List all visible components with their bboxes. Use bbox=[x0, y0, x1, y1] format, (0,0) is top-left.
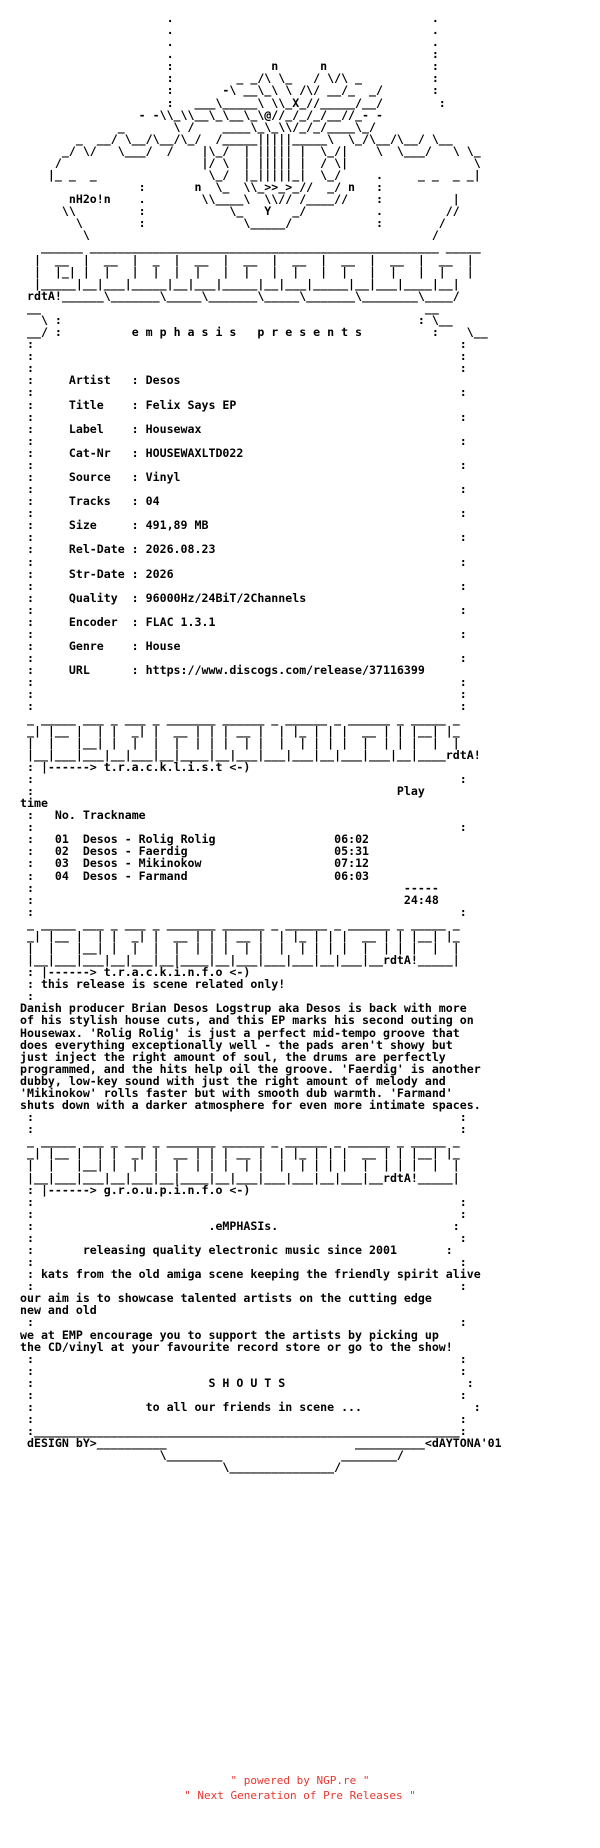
reldate-value: 2026.08.23 bbox=[145, 542, 216, 557]
size-value: 491,89 MB bbox=[145, 518, 209, 533]
source-value: Vinyl bbox=[145, 469, 181, 484]
strdate-value: 2026 bbox=[145, 566, 174, 581]
nfo-text: . . . . . . . bbox=[20, 11, 502, 1475]
groupinfo-heading: g.r.o.u.p.i.n.f.o bbox=[103, 1182, 223, 1197]
tracklist-heading: t.r.a.c.k.l.i.s.t bbox=[103, 759, 223, 774]
footer-line-1: " powered by NGP.re " bbox=[230, 1774, 370, 1787]
artist-value: Desos bbox=[145, 373, 181, 388]
trackinfo-heading: t.r.a.c.k.i.n.f.o bbox=[103, 965, 223, 980]
genre-value: House bbox=[145, 639, 181, 654]
trackinfo-text: Danish producer Brian Desos Logstrup aka… bbox=[20, 1001, 481, 1113]
title-value: Felix Says EP bbox=[145, 397, 237, 412]
footer-line-2: " Next Generation of Pre Releases " bbox=[184, 1789, 416, 1802]
quality-value: 96000Hz/24BiT/2Channels bbox=[145, 590, 307, 605]
encoder-value: FLAC 1.3.1 bbox=[145, 614, 216, 629]
ngp-link[interactable]: NGP.re bbox=[316, 1774, 357, 1787]
url-value: https://www.discogs.com/release/37116399 bbox=[145, 663, 425, 678]
label-value: Housewax bbox=[145, 421, 202, 436]
footer: " powered by NGP.re " " Next Generation … bbox=[0, 1773, 600, 1803]
tracks-value: 04 bbox=[145, 494, 160, 509]
catnr-value: HOUSEWAXLTD022 bbox=[145, 445, 244, 460]
